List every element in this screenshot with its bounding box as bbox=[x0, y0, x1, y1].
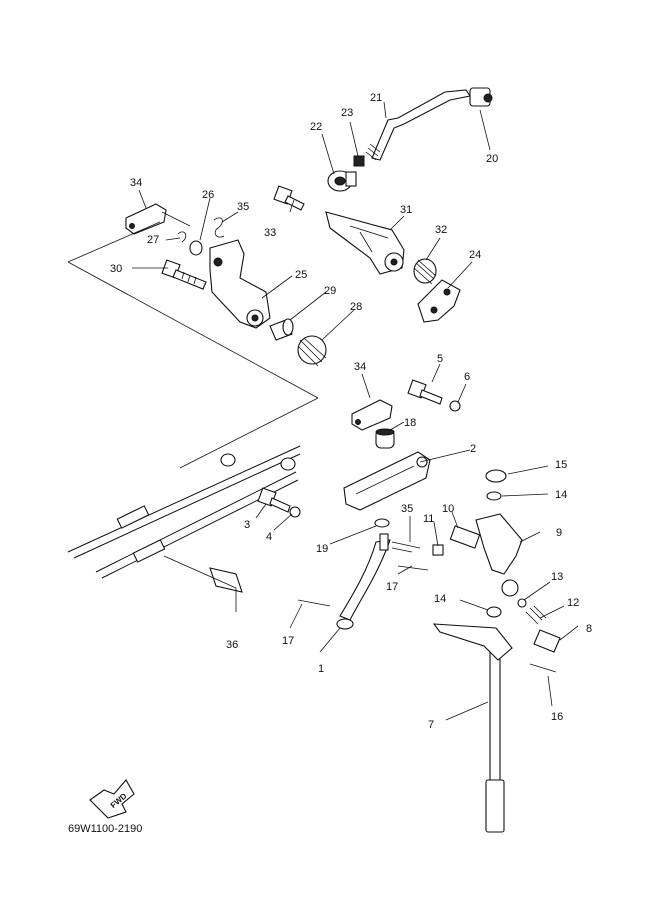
part-35-clip-lower bbox=[391, 541, 421, 553]
part-18-collar bbox=[375, 428, 395, 449]
part-17-pin-right bbox=[397, 565, 429, 571]
part-5-bolt bbox=[407, 379, 443, 405]
label-part-29: 29 bbox=[324, 285, 336, 297]
label-part-6: 6 bbox=[464, 371, 470, 383]
label-part-15: 15 bbox=[555, 459, 567, 471]
part-17-pin-left bbox=[297, 599, 331, 607]
part-6-washer bbox=[449, 400, 461, 412]
label-part-9: 9 bbox=[556, 527, 562, 539]
label-part-1: 1 bbox=[318, 663, 324, 675]
part-10-plate bbox=[449, 525, 481, 549]
part-14-washer-lower bbox=[486, 606, 502, 618]
label-part-31: 31 bbox=[400, 204, 412, 216]
part-34-cable-joint-upper bbox=[125, 203, 167, 235]
part-7-shift-rod bbox=[432, 623, 513, 833]
part-19-washer bbox=[374, 518, 390, 528]
part-15-washer bbox=[485, 469, 507, 483]
label-part-2: 2 bbox=[470, 443, 476, 455]
part-30-bolt bbox=[161, 259, 207, 290]
label-part-21: 21 bbox=[370, 92, 382, 104]
label-part-28: 28 bbox=[350, 301, 362, 313]
label-part-19: 19 bbox=[316, 543, 328, 555]
part-13-ball bbox=[517, 598, 527, 608]
label-part-33: 33 bbox=[264, 227, 276, 239]
part-9-bracket bbox=[475, 513, 523, 597]
part-31-lever-bracket bbox=[325, 211, 405, 275]
label-part-24: 24 bbox=[469, 249, 481, 261]
part-35-clip-upper bbox=[213, 217, 225, 238]
part-24-plate bbox=[417, 279, 461, 323]
label-part-7: 7 bbox=[428, 719, 434, 731]
label-part-16: 16 bbox=[551, 711, 563, 723]
label-part-12: 12 bbox=[567, 597, 579, 609]
label-part-17-left: 17 bbox=[282, 635, 294, 647]
label-part-10: 10 bbox=[442, 503, 454, 515]
part-16-pin bbox=[529, 663, 557, 673]
label-part-18: 18 bbox=[404, 417, 416, 429]
part-14-washer-upper bbox=[486, 491, 502, 501]
label-part-8: 8 bbox=[586, 623, 592, 635]
label-part-17-right: 17 bbox=[386, 581, 398, 593]
part-26-collar bbox=[189, 240, 203, 256]
fwd-arrow-icon: FWD bbox=[89, 779, 135, 819]
label-part-34-lower: 34 bbox=[354, 361, 366, 373]
label-part-27: 27 bbox=[147, 234, 159, 246]
part-12-spring bbox=[525, 605, 547, 625]
part-32-spring bbox=[413, 258, 437, 285]
part-28-spring bbox=[297, 335, 327, 367]
label-part-4: 4 bbox=[266, 531, 272, 543]
part-4-washer bbox=[289, 506, 301, 518]
part-20-rod-end bbox=[469, 87, 493, 107]
label-part-14-upper: 14 bbox=[555, 489, 567, 501]
part-11-screw bbox=[432, 544, 444, 556]
label-part-14-lower: 14 bbox=[434, 593, 446, 605]
label-part-5: 5 bbox=[437, 353, 443, 365]
part-36-label bbox=[163, 555, 243, 612]
label-part-20: 20 bbox=[486, 153, 498, 165]
label-part-25: 25 bbox=[295, 269, 307, 281]
label-part-35-upper: 35 bbox=[237, 201, 249, 213]
label-part-32: 32 bbox=[435, 224, 447, 236]
label-part-11: 11 bbox=[423, 513, 434, 525]
part-2-slot-lever bbox=[343, 451, 431, 511]
part-27-clip bbox=[177, 231, 187, 243]
label-part-35-lower: 35 bbox=[401, 503, 413, 515]
drawing-code: 69W1100-2190 bbox=[68, 823, 142, 835]
label-part-34-upper: 34 bbox=[130, 177, 142, 189]
part-1-shift-arm bbox=[336, 533, 391, 630]
part-34-cable-joint-lower bbox=[351, 399, 393, 431]
part-23-nut bbox=[353, 155, 365, 167]
label-part-13: 13 bbox=[551, 571, 563, 583]
part-8-plug bbox=[533, 629, 561, 653]
label-part-23: 23 bbox=[341, 107, 353, 119]
part-33-bolt bbox=[273, 185, 305, 211]
label-part-36: 36 bbox=[226, 639, 238, 651]
label-part-30: 30 bbox=[110, 263, 122, 275]
part-29-collar bbox=[269, 318, 294, 341]
label-part-3: 3 bbox=[244, 519, 250, 531]
part-25-shift-lever bbox=[209, 239, 271, 329]
label-part-26: 26 bbox=[202, 189, 214, 201]
part-3-bolt bbox=[257, 487, 291, 513]
part-22-joint bbox=[327, 170, 357, 192]
label-part-22: 22 bbox=[310, 121, 322, 133]
leader-lines bbox=[132, 101, 579, 721]
